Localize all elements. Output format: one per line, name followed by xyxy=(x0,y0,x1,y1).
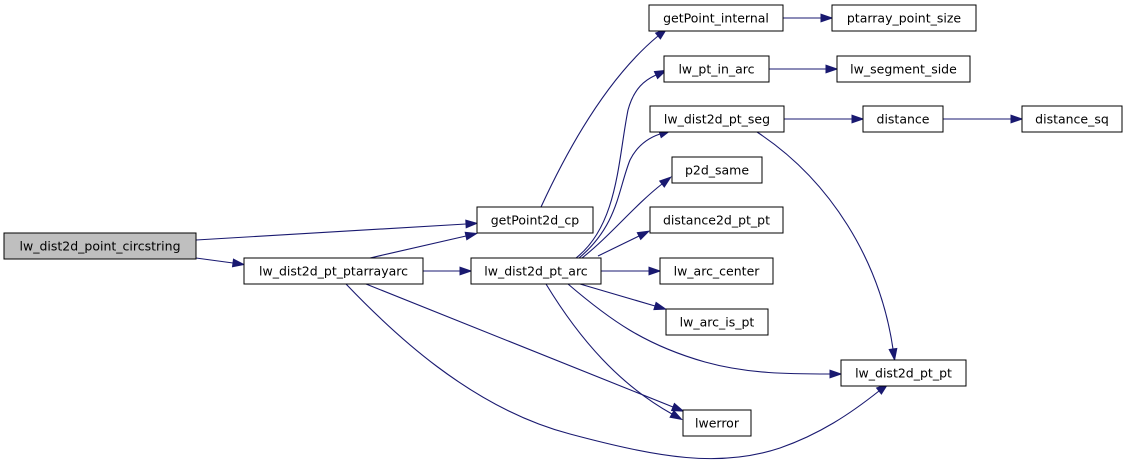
edges-layer xyxy=(195,13,1024,460)
edge-lw_dist2d_point_circstring-to-lw_dist2d_pt_ptarrayarc xyxy=(195,257,246,268)
edge-line xyxy=(578,133,661,259)
arrowhead-icon xyxy=(888,347,898,362)
node-lw_pt_in_arc[interactable]: lw_pt_in_arc xyxy=(663,55,770,83)
node-label: getPoint_internal xyxy=(663,11,769,26)
edge-lw_pt_in_arc-to-lw_segment_side xyxy=(769,64,839,74)
edge-lw_dist2d_pt_seg-to-distance xyxy=(784,114,865,124)
edge-line xyxy=(756,131,894,350)
arrowhead-icon xyxy=(653,301,668,311)
edge-line xyxy=(195,223,467,241)
node-label: lw_dist2d_pt_arc xyxy=(484,264,588,279)
node-distance[interactable]: distance xyxy=(862,105,944,133)
arrowhead-icon xyxy=(653,69,668,80)
node-lw_dist2d_pt_arc[interactable]: lw_dist2d_pt_arc xyxy=(470,257,602,285)
edge-line xyxy=(195,257,234,264)
arrowhead-icon xyxy=(464,231,479,241)
arrowhead-icon xyxy=(820,13,834,23)
node-lw_dist2d_pt_ptarrayarc[interactable]: lw_dist2d_pt_ptarrayarc xyxy=(243,257,424,285)
node-getPoint2d_cp[interactable]: getPoint2d_cp xyxy=(476,206,594,234)
edge-distance-to-distance_sq xyxy=(943,114,1024,124)
arrowhead-icon xyxy=(465,219,479,229)
edge-lw_dist2d_pt_arc-to-lw_arc_is_pt xyxy=(579,283,668,311)
node-label: lwerror xyxy=(695,416,740,431)
node-label: ptarray_point_size xyxy=(847,11,962,26)
arrowhead-icon xyxy=(669,409,683,421)
node-p2d_same[interactable]: p2d_same xyxy=(671,156,763,184)
arrowhead-icon xyxy=(658,176,672,188)
arrowhead-icon xyxy=(670,402,685,412)
edge-lw_dist2d_pt_arc-to-lw_dist2d_pt_seg xyxy=(578,129,672,259)
edge-lw_dist2d_pt_arc-to-lw_pt_in_arc xyxy=(575,69,668,259)
edge-line xyxy=(365,283,674,408)
node-lwerror[interactable]: lwerror xyxy=(682,409,752,437)
edge-lw_dist2d_pt_ptarrayarc-to-lwerror xyxy=(365,283,685,412)
edge-line xyxy=(575,74,657,259)
arrowhead-icon xyxy=(1010,114,1024,124)
node-label: getPoint2d_cp xyxy=(491,213,580,228)
node-label: lw_arc_is_pt xyxy=(680,315,755,330)
node-distance2d_pt_pt[interactable]: distance2d_pt_pt xyxy=(649,206,784,234)
node-lw_dist2d_pt_seg[interactable]: lw_dist2d_pt_seg xyxy=(649,105,785,133)
node-lw_arc_is_pt[interactable]: lw_arc_is_pt xyxy=(665,308,769,336)
arrowhead-icon xyxy=(825,64,839,74)
node-label: lw_segment_side xyxy=(850,62,957,77)
node-label: p2d_same xyxy=(685,163,749,178)
node-label: distance xyxy=(877,112,930,127)
node-label: lw_dist2d_point_circstring xyxy=(20,239,181,254)
edge-lw_dist2d_pt_arc-to-distance2d_pt_pt xyxy=(597,230,651,257)
node-lw_dist2d_point_circstring[interactable]: lw_dist2d_point_circstring xyxy=(3,232,197,260)
edge-lw_dist2d_pt_arc-to-lw_arc_center xyxy=(601,266,662,276)
edge-line xyxy=(540,35,659,208)
edge-lw_dist2d_pt_arc-to-p2d_same xyxy=(581,176,672,259)
node-lw_arc_center[interactable]: lw_arc_center xyxy=(659,257,774,285)
node-ptarray_point_size[interactable]: ptarray_point_size xyxy=(831,4,977,32)
edge-line xyxy=(567,283,831,375)
edge-line xyxy=(545,283,673,415)
arrowhead-icon xyxy=(648,266,662,276)
node-label: distance_sq xyxy=(1035,112,1109,127)
edge-lw_dist2d_pt_arc-to-lw_dist2d_pt_pt xyxy=(567,283,843,379)
node-getPoint_internal[interactable]: getPoint_internal xyxy=(648,4,784,32)
node-label: lw_dist2d_pt_ptarrayarc xyxy=(259,264,408,279)
edge-line xyxy=(581,183,663,259)
edge-getPoint_internal-to-ptarray_point_size xyxy=(783,13,834,23)
arrowhead-icon xyxy=(829,369,843,379)
edge-line xyxy=(369,235,467,259)
edge-lw_dist2d_pt_ptarrayarc-to-lw_dist2d_pt_pt xyxy=(345,283,889,460)
node-lw_dist2d_pt_pt[interactable]: lw_dist2d_pt_pt xyxy=(840,359,967,387)
arrowhead-icon xyxy=(231,258,246,268)
edge-getPoint2d_cp-to-getPoint_internal xyxy=(540,28,668,208)
arrowhead-icon xyxy=(851,114,865,124)
edge-line xyxy=(597,235,640,257)
edge-line xyxy=(579,283,656,307)
node-label: lw_dist2d_pt_seg xyxy=(664,112,770,127)
node-distance_sq[interactable]: distance_sq xyxy=(1021,105,1123,133)
node-lw_segment_side[interactable]: lw_segment_side xyxy=(836,55,971,83)
edge-lw_dist2d_pt_ptarrayarc-to-lw_dist2d_pt_arc xyxy=(423,266,473,276)
edge-line xyxy=(345,283,880,460)
nodes-layer: lw_dist2d_point_circstring getPoint2d_cp… xyxy=(3,4,1123,437)
node-label: distance2d_pt_pt xyxy=(663,213,770,228)
edge-lw_dist2d_point_circstring-to-getPoint2d_cp xyxy=(195,219,479,241)
arrowhead-icon xyxy=(636,230,651,241)
edge-lw_dist2d_pt_seg-to-lw_dist2d_pt_pt xyxy=(756,131,898,362)
edge-lw_dist2d_pt_arc-to-lwerror xyxy=(545,283,683,421)
node-label: lw_pt_in_arc xyxy=(678,62,754,77)
arrowhead-icon xyxy=(459,266,473,276)
edge-lw_dist2d_pt_ptarrayarc-to-getPoint2d_cp xyxy=(369,231,479,259)
node-label: lw_arc_center xyxy=(674,264,761,279)
node-label: lw_dist2d_pt_pt xyxy=(855,366,952,381)
